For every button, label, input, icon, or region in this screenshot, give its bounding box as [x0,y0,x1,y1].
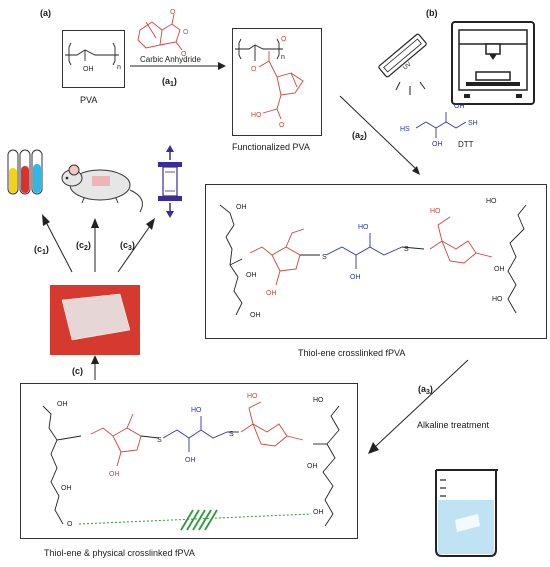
physical-s-left: S [157,437,162,444]
dtt-sh-label: SH [468,120,478,127]
thiolene-oh-1: OH [236,204,247,211]
reagent-label: Carbic Anhydride [140,55,201,64]
thiolene-dtt-oh: OH [350,274,361,281]
thiolene-acid-right: HO [430,208,441,215]
thiolene-dtt-ho: HO [358,224,369,231]
step-a3-label: (a3) [418,384,433,396]
fpva-o-ester: O [251,66,257,73]
thiolene-ho-1: HO [486,198,497,205]
tensile-test-icon [158,145,182,218]
pva-structure: OH n [65,42,121,73]
panel-label-a: (a) [40,8,51,18]
step-a2-label: (a2) [352,130,367,142]
thiolene-oh-4: OH [494,266,505,273]
dtt-oh-top: OH [454,103,465,110]
functionalized-pva-structure: O O O HO n [235,36,304,129]
functionalized-pva-label: Functionalized PVA [232,142,310,152]
anhydride-o-ring: O [183,29,189,36]
physical-o-bottom: O [67,521,73,528]
pva-structure-box: OH n [62,30,125,88]
physical-oh-2: OH [61,485,72,492]
carbic-anhydride-structure [137,13,183,51]
physical-crosslinked-box: OH OH O HO OH OH S S HO OH OH HO [20,383,358,539]
test-tubes-icon [7,149,43,195]
anhydride-o-top: O [170,9,176,16]
3d-printer-icon [451,21,535,105]
dtt-oh-bottom: OH [432,141,443,148]
thiolene-ho-2: HO [492,296,503,303]
fpva-o-carbonyl: O [281,36,287,43]
fpva-o-acid: O [279,122,285,129]
physical-dtt-oh: OH [185,457,196,464]
physical-oh-3: OH [307,463,318,470]
thiolene-box: OH OH OH HO OH HO S S HO OH OH HO [205,184,547,339]
physical-crosslinked-structure: OH OH O HO OH OH S S HO OH OH HO [42,393,340,531]
functionalized-pva-box: O O O HO n [232,28,322,136]
thiolene-oh-2: OH [246,272,257,279]
uv-lamp-icon [378,33,427,95]
pva-oh-label: OH [83,66,94,73]
physical-oh-1: OH [57,401,68,408]
step-c1-label: (c1) [34,244,49,256]
thiolene-s-left: S [322,254,327,261]
dtt-hs-label: HS [400,126,410,133]
thiolene-oh-3: OH [250,312,261,319]
physical-oh-4: OH [313,509,324,516]
physical-acid-left: OH [109,471,120,478]
pva-label: PVA [80,95,98,105]
physical-s-right: S [229,431,234,438]
beaker-icon [435,469,498,557]
dtt-label: DTT [458,140,474,149]
step-c3-label: (c3) [120,240,135,252]
panel-label-b: (b) [426,8,438,18]
thiolene-label: Thiol-ene crosslinked fPVA [298,348,406,358]
fpva-ho-label: HO [251,112,262,119]
physical-dtt-ho: HO [191,407,202,414]
thiolene-acid-left: OH [266,290,277,297]
mesh-photo [50,285,140,355]
physical-crosslinked-label: Thiol-ene & physical crosslinked fPVA [44,548,195,558]
thiolene-s-right: S [404,246,409,253]
pva-n-label: n [117,64,121,71]
step-c2-label: (c2) [76,240,91,252]
alkaline-label: Alkaline treatment [417,420,490,430]
thiolene-structure: OH OH OH HO OH HO S S HO OH OH HO [219,198,527,319]
step-a1-label: (a1) [162,76,177,88]
uv-text: UV [402,62,412,72]
physical-acid-right: HO [247,393,258,400]
dtt-structure: OH OH HS SH [398,98,498,150]
mouse-icon [61,164,143,213]
physical-ho-1: HO [313,397,324,404]
fpva-n-label: n [281,54,285,61]
panel-label-c: (c) [72,366,83,376]
